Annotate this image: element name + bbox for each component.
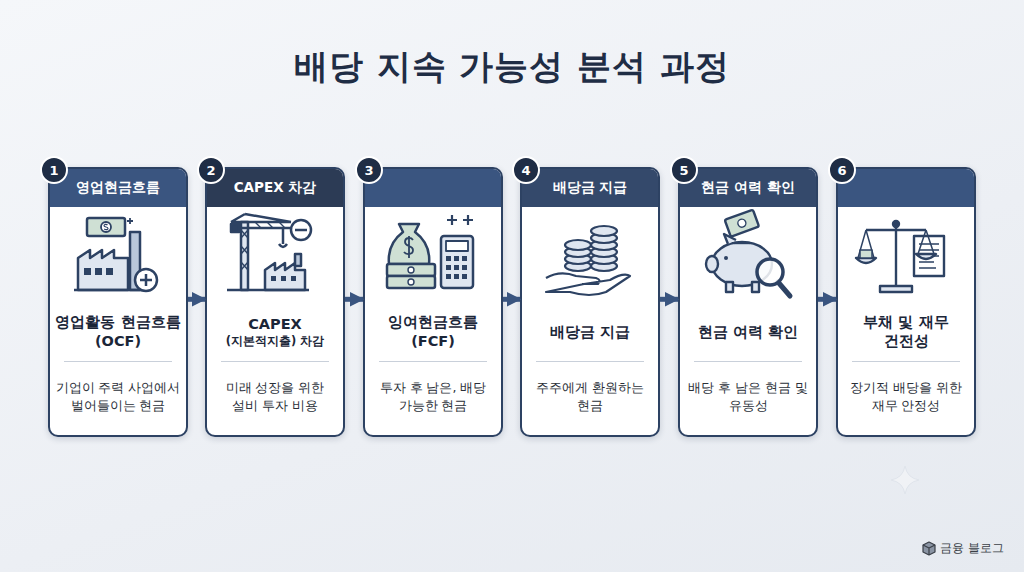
header-band: CAPEX 차감	[207, 169, 343, 207]
header-text: CAPEX 차감	[234, 179, 317, 197]
step-title: 부채 및 재무 건전성	[842, 313, 970, 351]
step-card: 현금 여력 확인현금 여력 확인배당 후 남은 현금 및 유동성5	[678, 167, 818, 437]
step-number-badge: 6	[828, 156, 856, 184]
header-band: 현금 여력 확인	[680, 169, 816, 207]
callout-number: 6	[837, 163, 846, 178]
title-area: 부채 및 재무 건전성	[842, 305, 970, 359]
flow-arrow	[188, 297, 205, 302]
callout-number: 2	[206, 163, 215, 178]
flow-arrow	[503, 297, 520, 302]
step-description: 주주에게 환원하는 현금	[526, 379, 654, 415]
header-band: 영업현금흐름	[50, 169, 186, 207]
step-card: 부채 및 재무 건전성장기적 배당을 위한 재무 안정성6	[836, 167, 976, 437]
blog-logo-icon-part	[923, 545, 935, 555]
blog-logo-icon-part	[923, 542, 935, 555]
divider-line	[221, 361, 329, 362]
watermark-text: 금융 블로그	[940, 540, 1004, 557]
step-title: 배당금 지급	[550, 323, 630, 342]
step-number-badge: 1	[40, 156, 68, 184]
step-description: 미래 성장을 위한 설비 투자 비용	[211, 379, 339, 415]
flow-arrow	[660, 297, 678, 302]
title-area: 영업활동 현금흐름 (OCF)	[54, 305, 182, 359]
step-title: CAPEX	[248, 315, 302, 334]
step-description: 장기적 배당을 위한 재무 안정성	[842, 379, 970, 415]
description-area: 장기적 배당을 위한 재무 안정성	[842, 367, 970, 427]
header-band	[838, 169, 974, 207]
step-card: 배당금 지급배당금 지급주주에게 환원하는 현금4	[520, 167, 660, 437]
flow-arrow	[345, 297, 363, 302]
step-number-badge: 4	[512, 156, 540, 184]
step-description: 배당 후 남은 현금 및 유동성	[684, 379, 812, 415]
step-number-badge: 2	[197, 156, 225, 184]
sparkle-decoration	[891, 466, 919, 494]
title-area: CAPEX(지본적지출) 차감	[211, 305, 339, 359]
divider-line	[379, 361, 487, 362]
title-area: 배당금 지급	[526, 305, 654, 359]
step-number-badge: 5	[670, 156, 698, 184]
step-number-badge: 3	[355, 156, 383, 184]
callout-number: 3	[364, 163, 373, 178]
step-card: CAPEX 차감 CAPEX(지본적지출) 차감미래 성장을 위한 설비 투자 비…	[205, 167, 345, 437]
diagram-title: 배당 지속 가능성 분석 과정	[0, 44, 1024, 90]
callout-number: 5	[679, 163, 688, 178]
step-description: 기업이 주력 사업에서 벌어들이는 현금	[54, 379, 182, 415]
description-area: 배당 후 남은 현금 및 유동성	[684, 367, 812, 427]
sparkle-decoration-part	[891, 466, 919, 494]
description-area: 투자 후 남은, 배당 가능한 현금	[369, 367, 497, 427]
header-text: 영업현금흐름	[76, 179, 160, 197]
divider-line	[64, 361, 172, 362]
header-band: 배당금 지급	[522, 169, 658, 207]
header-text: 배당금 지급	[553, 179, 628, 197]
title-area: 잉여현금흐름 (FCF)	[369, 305, 497, 359]
step-title: 현금 여력 확인	[698, 323, 798, 342]
header-band	[365, 169, 501, 207]
divider-line	[536, 361, 644, 362]
step-title: 잉여현금흐름 (FCF)	[369, 313, 497, 351]
description-area: 주주에게 환원하는 현금	[526, 367, 654, 427]
step-card: 영업현금흐름영업활동 현금흐름 (OCF) 기업이 주력 사업에서 벌어들이는 현…	[48, 167, 188, 437]
description-area: 미래 성장을 위한 설비 투자 비용	[211, 367, 339, 427]
blog-logo-icon	[923, 542, 935, 555]
step-card: 잉여현금흐름 (FCF)투자 후 남은, 배당 가능한 현금3	[363, 167, 503, 437]
callout-number: 4	[521, 163, 530, 178]
divider-line	[852, 361, 960, 362]
divider-line	[694, 361, 802, 362]
step-title: 영업활동 현금흐름 (OCF)	[54, 313, 182, 351]
callout-number: 1	[49, 163, 58, 178]
step-subtitle: (지본적지출) 차감	[226, 334, 325, 349]
step-description: 투자 후 남은, 배당 가능한 현금	[369, 379, 497, 415]
description-area: 기업이 주력 사업에서 벌어들이는 현금	[54, 367, 182, 427]
flow-arrow	[818, 297, 836, 302]
title-area: 현금 여력 확인	[684, 305, 812, 359]
header-text: 현금 여력 확인	[701, 179, 794, 197]
